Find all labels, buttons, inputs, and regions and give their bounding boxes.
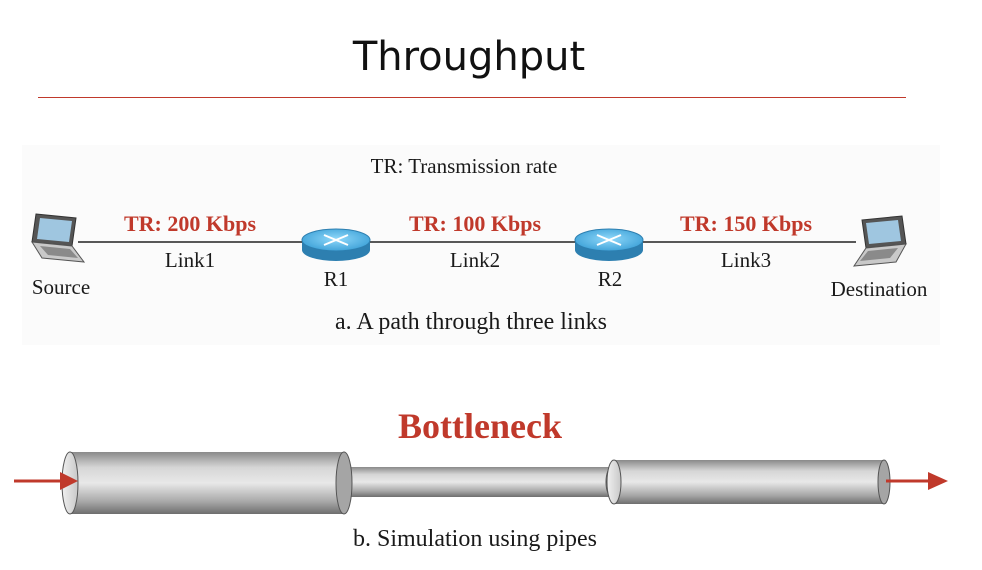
legend-text: TR: Transmission rate xyxy=(371,154,558,179)
link2-rate: TR: 100 Kbps xyxy=(409,211,541,237)
router-r2-label: R2 xyxy=(598,267,623,292)
router-r1-icon xyxy=(302,229,370,261)
medium-pipe-link3 xyxy=(607,460,890,504)
link2-label: Link2 xyxy=(450,248,500,273)
source-label: Source xyxy=(32,275,90,300)
router-r1-label: R1 xyxy=(324,267,349,292)
link1-rate: TR: 200 Kbps xyxy=(124,211,256,237)
link3-rate: TR: 150 Kbps xyxy=(680,211,812,237)
destination-laptop-icon xyxy=(854,216,906,266)
source-laptop-icon xyxy=(32,214,84,262)
link1-label: Link1 xyxy=(165,248,215,273)
wide-pipe-link1 xyxy=(62,452,352,514)
bottleneck-heading: Bottleneck xyxy=(398,405,562,447)
link3-label: Link3 xyxy=(721,248,771,273)
output-arrow-icon xyxy=(886,472,948,490)
caption-b: b. Simulation using pipes xyxy=(353,526,597,553)
narrow-pipe-link2 xyxy=(344,467,618,497)
caption-a: a. A path through three links xyxy=(335,309,607,336)
router-r2-icon xyxy=(575,229,643,261)
destination-label: Destination xyxy=(831,277,928,302)
